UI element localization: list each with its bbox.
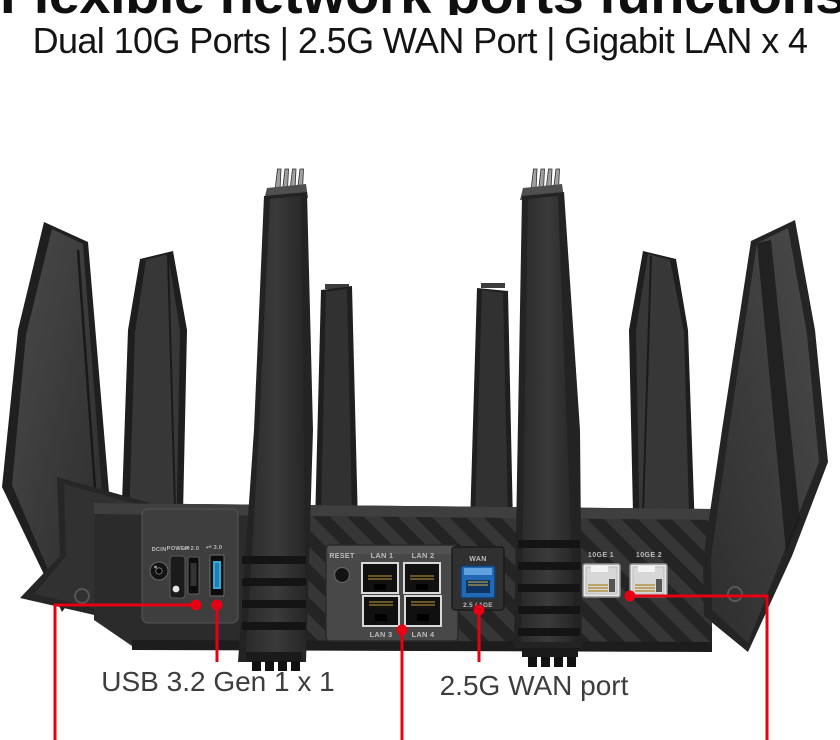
subtitle: Dual 10G Ports | 2.5G WAN Port | Gigabit… [32, 20, 808, 61]
wan-label: WAN [469, 556, 487, 563]
wan-panel: WAN 2.5 / 1GE [451, 546, 505, 611]
lan2-label: LAN 2 [412, 551, 435, 560]
antenna-tall-left [238, 168, 313, 671]
tenge2-label: 10GE 2 [636, 552, 662, 559]
wan-port [460, 565, 496, 599]
lan3-port [362, 595, 400, 627]
screw-right [727, 586, 743, 602]
antenna-far-right [703, 220, 828, 652]
leader-dot-usb2 [190, 599, 202, 611]
usb3-label: 3.0 [214, 545, 223, 551]
antenna-tall-right [514, 168, 582, 667]
leader-dots [190, 590, 636, 636]
leader-dot-usb3 [211, 599, 223, 611]
callout-wan: 2.5G WAN port [439, 670, 629, 701]
leader-dot-wan [473, 604, 485, 616]
lan1-label: LAN 1 [371, 551, 394, 560]
usb2-label: 2.0 [191, 546, 200, 552]
usb2-icon [184, 546, 190, 550]
dc-jack [149, 561, 169, 581]
reset-label: RESET [329, 553, 355, 560]
leader-dot-lan [396, 624, 408, 636]
usb3-port [209, 554, 225, 597]
leader-line-usb2 [53, 603, 196, 740]
antenna-center-left-thin [315, 284, 358, 525]
callout-usb: USB 3.2 Gen 1 x 1 [101, 666, 335, 697]
lan4-label: LAN 4 [412, 630, 435, 639]
tenge1-label: 10GE 1 [588, 552, 614, 559]
page-title-cropped: Flexible network ports functions [0, 0, 840, 15]
antenna-right-small [629, 251, 696, 560]
page-title-text: Flexible network ports functions [0, 0, 840, 15]
reset-button [333, 566, 351, 584]
usb3-icon [206, 545, 212, 549]
lan1-port [361, 562, 399, 594]
power-switch [169, 555, 186, 599]
lan3-label: LAN 3 [370, 630, 393, 639]
lan4-port [404, 595, 442, 627]
tenge1-port [582, 563, 621, 598]
lan-panel: RESET LAN 1 LAN 2 [325, 544, 459, 642]
tenge2-port [629, 563, 668, 598]
tenge-ports: 10GE 1 10GE 2 [582, 552, 668, 598]
usb2-port [187, 556, 200, 595]
leader-line-10ge [630, 594, 769, 740]
screw-left [74, 588, 90, 604]
dcin-label: DCIN [152, 547, 167, 553]
power-label: POWER [167, 546, 190, 552]
lan2-port [403, 562, 441, 594]
antenna-center-right-thin [470, 283, 513, 525]
leader-lines [53, 594, 769, 740]
leader-dot-10ge [624, 590, 636, 602]
antenna-left-small [120, 251, 187, 560]
power-usb-panel: DCIN POWER 2.0 3.0 [141, 508, 239, 624]
